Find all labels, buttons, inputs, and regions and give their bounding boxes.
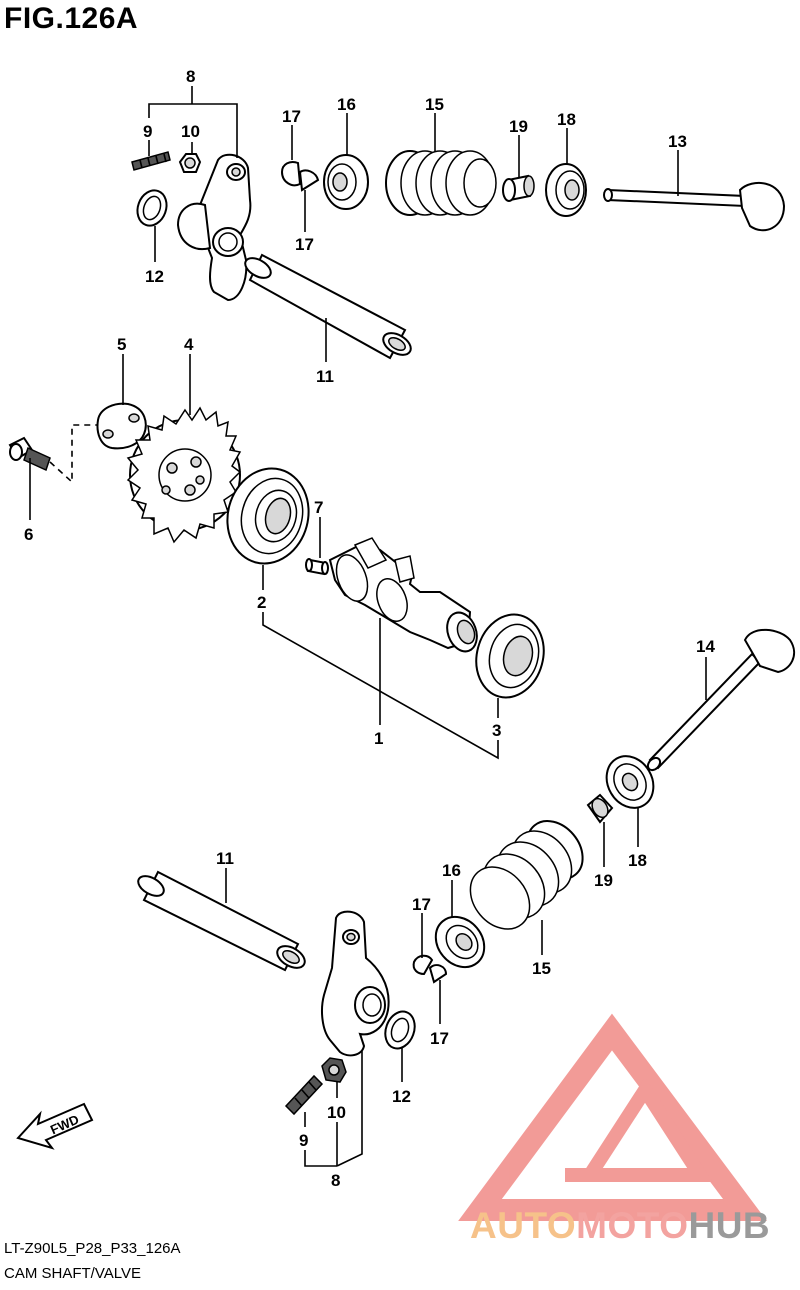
callout-15-bottom: 15	[532, 959, 551, 978]
sprocket-lock-plate	[96, 402, 147, 450]
dowel-pin	[305, 558, 329, 576]
callout-17-bottom-b: 17	[430, 1029, 449, 1048]
callout-3: 3	[492, 721, 501, 740]
diagram-code: LT-Z90L5_P28_P33_126A	[4, 1240, 181, 1257]
spring-retainer-top	[323, 154, 369, 210]
callout-16-top: 16	[337, 95, 356, 114]
diagram-caption: CAM SHAFT/VALVE	[4, 1265, 141, 1282]
callout-11-bottom: 11	[216, 849, 234, 868]
bearing-right	[475, 613, 545, 699]
watermark-auto: AUTO	[470, 1205, 577, 1246]
callout-14: 14	[696, 637, 715, 656]
callout-16-bottom: 16	[442, 861, 461, 880]
bearing-left	[226, 467, 310, 565]
callout-6: 6	[24, 525, 33, 544]
figure-title: FIG.126A	[4, 2, 139, 35]
watermark-text: AUTOMOTOHUB	[470, 1205, 770, 1247]
stem-seal-bottom	[586, 793, 614, 824]
callout-10-bottom: 10	[327, 1103, 346, 1122]
valve-spring-top	[385, 150, 497, 216]
exhaust-valve	[646, 628, 796, 772]
callout-12-top: 12	[145, 267, 164, 286]
spring-seat-top	[545, 163, 587, 217]
leader-lines	[29, 86, 707, 1167]
intake-valve-top	[603, 182, 786, 232]
spring-seat-bottom	[605, 755, 655, 809]
fwd-label: FWD	[48, 1112, 81, 1138]
valve-spring-bottom	[469, 820, 584, 930]
callout-7: 7	[314, 498, 323, 517]
cam-sprocket	[126, 406, 242, 544]
callout-12-bottom: 12	[392, 1087, 411, 1106]
callout-17-top-a: 17	[282, 107, 301, 126]
watermark-logo	[458, 1013, 767, 1221]
callout-10-top: 10	[181, 122, 200, 141]
valve-cotter-top	[280, 161, 320, 192]
stem-seal-top	[502, 174, 535, 202]
callout-8-top: 8	[186, 67, 195, 86]
rocker-arm-top	[176, 153, 252, 302]
callout-8-bottom: 8	[331, 1171, 340, 1190]
washer-top	[136, 189, 168, 227]
lock-nut-top	[178, 153, 202, 173]
callout-4: 4	[184, 335, 194, 354]
callout-19-bottom: 19	[594, 871, 613, 890]
callout-1: 1	[374, 729, 383, 748]
spring-retainer-bottom	[434, 915, 486, 969]
callout-9-bottom: 9	[299, 1131, 308, 1150]
callout-17-top-b: 17	[295, 235, 314, 254]
callout-11-top: 11	[316, 367, 334, 386]
callout-13: 13	[668, 132, 687, 151]
callout-9-top: 9	[143, 122, 152, 141]
rocker-shaft-bottom	[137, 870, 306, 972]
callout-19-top: 19	[509, 117, 528, 136]
watermark-hub: HUB	[688, 1205, 771, 1246]
washer-bottom	[384, 1010, 416, 1050]
rocker-arm-bottom	[321, 910, 390, 1057]
callout-17-bottom-a: 17	[412, 895, 431, 914]
watermark-moto: MOTO	[576, 1205, 689, 1246]
sprocket-bolt	[8, 436, 51, 472]
callout-18-top: 18	[557, 110, 576, 129]
callout-18-bottom: 18	[628, 851, 647, 870]
lock-nut-bottom	[321, 1057, 347, 1083]
rocker-shaft-top	[244, 253, 412, 360]
adjusting-screw-top	[131, 151, 171, 171]
valve-cotter-bottom	[412, 954, 448, 984]
callout-5: 5	[117, 335, 126, 354]
forward-direction-arrow	[16, 1102, 94, 1150]
callout-labels: 8 9 10 12 11 17 17 16 15 19 18 13 5 4 6 …	[24, 67, 715, 1190]
adjusting-screw-bottom	[284, 1074, 324, 1116]
callout-15-top: 15	[425, 95, 444, 114]
callout-2: 2	[257, 593, 266, 612]
camshaft	[328, 537, 478, 653]
